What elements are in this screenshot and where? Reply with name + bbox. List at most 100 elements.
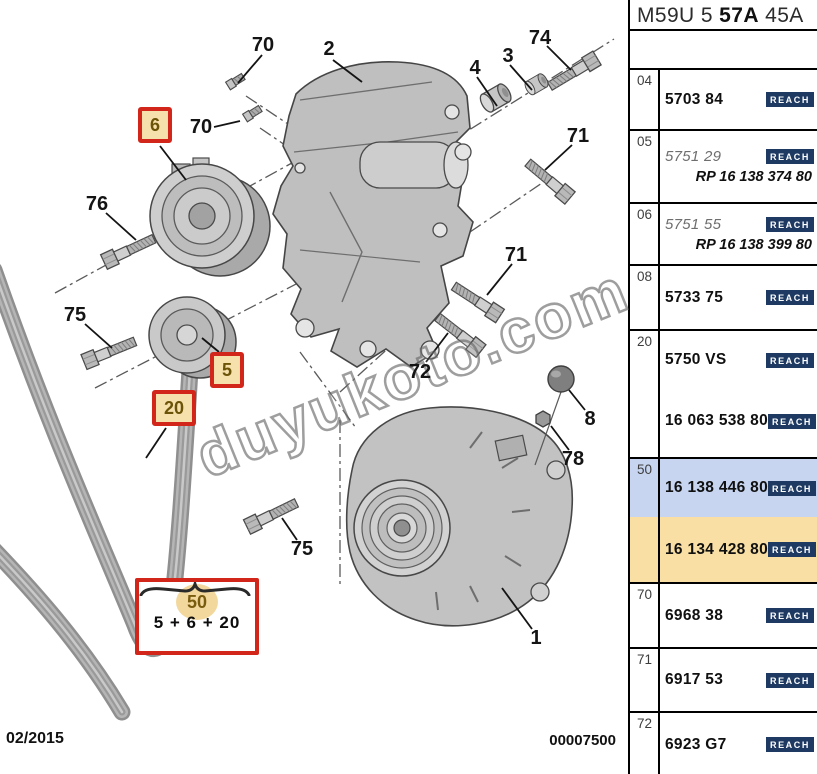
diagram-artwork: [0, 38, 615, 721]
callout-72: 72: [408, 361, 432, 383]
part-code[interactable]: 5750 VS: [665, 351, 727, 368]
table-row[interactable]: 06 5751 55 REACH RP 16 138 399 80: [630, 204, 817, 266]
row-number: 05: [630, 131, 660, 202]
row-number: 50: [630, 459, 660, 517]
row-content: 6917 53 REACH: [660, 649, 817, 711]
callout-76: 76: [85, 193, 109, 215]
part-code[interactable]: 6917 53: [665, 671, 724, 688]
part-code[interactable]: 6923 G7: [665, 735, 727, 753]
row-number: 08: [630, 266, 660, 329]
row-number: 20: [630, 331, 660, 457]
highlighted-callout-5[interactable]: 5: [209, 352, 245, 388]
row-number: 71: [630, 649, 660, 711]
component-sum: 5 + 6 + 20: [153, 613, 241, 632]
callout-4: 4: [469, 57, 481, 79]
idler-pulley: [148, 296, 237, 379]
grouped-part-callout: 50: [176, 584, 218, 620]
part-line: 5751 29 REACH: [665, 148, 814, 165]
catalog-reference-title: M59U 5 57A 45A: [630, 0, 817, 31]
part-code[interactable]: 16 134 428 80: [665, 540, 769, 558]
row-content: 5751 55 REACH RP 16 138 399 80: [660, 204, 817, 264]
row-number: 72: [630, 713, 660, 774]
row-number: 04: [630, 70, 660, 129]
nut-part-78: [535, 410, 551, 428]
callout-1: 1: [530, 627, 542, 649]
callout-74: 74: [528, 27, 552, 49]
table-header-gap: [630, 31, 817, 70]
document-number: 00007500: [549, 732, 616, 749]
callout-75: 75: [63, 304, 87, 326]
part-code[interactable]: 16 063 538 80: [665, 412, 769, 429]
grouping-formula-box[interactable]: 50 5 + 6 + 20: [135, 578, 259, 655]
part-code[interactable]: 5703 84: [665, 90, 724, 108]
alternator: [345, 391, 574, 627]
callout-75: 75: [290, 538, 314, 560]
rp-code: RP 16 138 374 80: [695, 169, 812, 185]
table-row[interactable]: 04 5703 84 REACH: [630, 70, 817, 131]
reach-badge[interactable]: REACH: [768, 480, 817, 496]
title-prefix: M59U 5: [637, 4, 720, 27]
reach-badge[interactable]: REACH: [765, 608, 814, 623]
reach-badge[interactable]: REACH: [765, 149, 814, 164]
row-content: 5703 84 REACH: [660, 70, 817, 129]
callout-2: 2: [323, 38, 335, 60]
reach-badge[interactable]: REACH: [768, 542, 817, 557]
callout-70: 70: [189, 116, 213, 138]
reach-badge[interactable]: REACH: [765, 290, 814, 305]
row-content: 6923 G7 REACH: [660, 713, 817, 774]
row-content: 5751 29 REACH RP 16 138 374 80: [660, 131, 817, 202]
reach-badge[interactable]: REACH: [765, 92, 814, 107]
part-line: 5751 55 REACH: [665, 216, 814, 233]
part-code[interactable]: 5733 75: [665, 288, 724, 306]
part-line: 6968 38 REACH: [665, 607, 814, 625]
row-number: [630, 517, 660, 582]
part-code[interactable]: 5751 29: [665, 148, 722, 165]
callout-3: 3: [502, 45, 514, 67]
part-code[interactable]: 5751 55: [665, 215, 722, 233]
table-row[interactable]: 71 6917 53 REACH: [630, 649, 817, 713]
callout-71: 71: [504, 244, 528, 266]
table-row[interactable]: 70 6968 38 REACH: [630, 584, 817, 649]
reach-badge[interactable]: REACH: [765, 216, 814, 232]
parts-table-rows: 04 5703 84 REACH 05 5751 29 REACH RP 16 138 37…: [630, 70, 817, 774]
part-line: 5733 75 REACH: [665, 289, 814, 307]
part-code[interactable]: 6968 38: [665, 606, 724, 624]
table-row[interactable]: 72 6923 G7 REACH: [630, 713, 817, 774]
cap-part-8: [547, 365, 575, 393]
part-code[interactable]: 16 138 446 80: [665, 479, 769, 496]
rp-code: RP 16 138 399 80: [695, 236, 812, 253]
callout-70: 70: [251, 34, 275, 56]
part-line: 5703 84 REACH: [665, 91, 814, 109]
reach-badge[interactable]: REACH: [765, 737, 814, 752]
highlighted-callout-20[interactable]: 20: [151, 390, 197, 426]
hardware-bolts: [80, 50, 602, 535]
row-content: 6968 38 REACH: [660, 584, 817, 647]
revision-date: 02/2015: [6, 730, 64, 747]
row-number: 06: [630, 204, 660, 264]
title-bold: 57A: [719, 4, 759, 27]
title-suffix: 45A: [758, 4, 804, 27]
reach-badge[interactable]: REACH: [768, 413, 817, 429]
part-line: 6917 53 REACH: [665, 671, 814, 689]
highlighted-callout-6[interactable]: 6: [137, 107, 173, 143]
row-number: 70: [630, 584, 660, 647]
table-row[interactable]: 05 5751 29 REACH RP 16 138 374 80: [630, 131, 817, 204]
reach-badge[interactable]: REACH: [765, 672, 814, 688]
part-line: 5750 VS REACH: [665, 351, 814, 369]
reach-badge[interactable]: REACH: [765, 352, 814, 368]
tensioner-pulley: [149, 157, 271, 277]
table-row[interactable]: 08 5733 75 REACH: [630, 266, 817, 331]
callout-8: 8: [584, 408, 596, 430]
callout-78: 78: [561, 448, 585, 470]
mounting-bracket: [272, 60, 474, 368]
